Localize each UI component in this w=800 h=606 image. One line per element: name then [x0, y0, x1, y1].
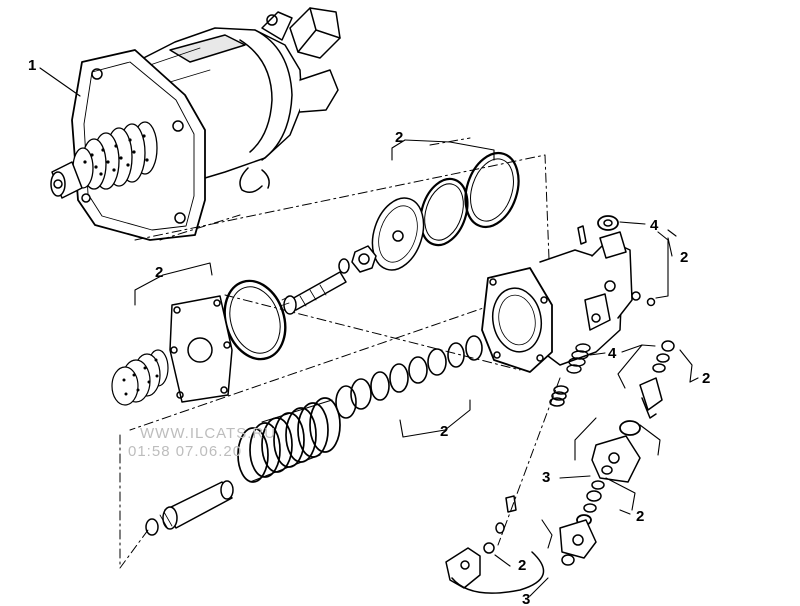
callout-2-valve-seals: 2	[702, 370, 711, 387]
leader-lines	[39, 67, 699, 597]
valve-housing	[481, 215, 656, 373]
callout-3-valve-block: 3	[542, 469, 551, 486]
callout-3-bleeder-line: 3	[522, 591, 531, 606]
spring-and-rings	[145, 335, 483, 536]
watermark-timestamp: 01:58 07.06.20	[128, 443, 243, 460]
callout-2-diaphragm-kit: 2	[395, 129, 404, 146]
watermark-site: WWW.ILCATS.RU	[140, 425, 277, 442]
servo-housing	[50, 7, 341, 241]
assembly-frame	[119, 137, 551, 569]
callout-2-left-seal-kit: 2	[155, 264, 164, 281]
callout-2-lower-valve: 2	[636, 508, 645, 525]
diaphragm-group	[279, 151, 520, 315]
callout-2-bottom-fitting: 2	[518, 557, 527, 574]
callout-4-spring: 4	[608, 345, 617, 362]
callout-2-valve-fittings: 2	[680, 249, 689, 266]
callout-4-cap: 4	[650, 217, 659, 234]
callout-2-piston-rings: 2	[440, 423, 449, 440]
right-valve-parts	[445, 340, 675, 594]
callout-1: 1	[28, 57, 37, 74]
left-seal-kit	[111, 279, 287, 406]
